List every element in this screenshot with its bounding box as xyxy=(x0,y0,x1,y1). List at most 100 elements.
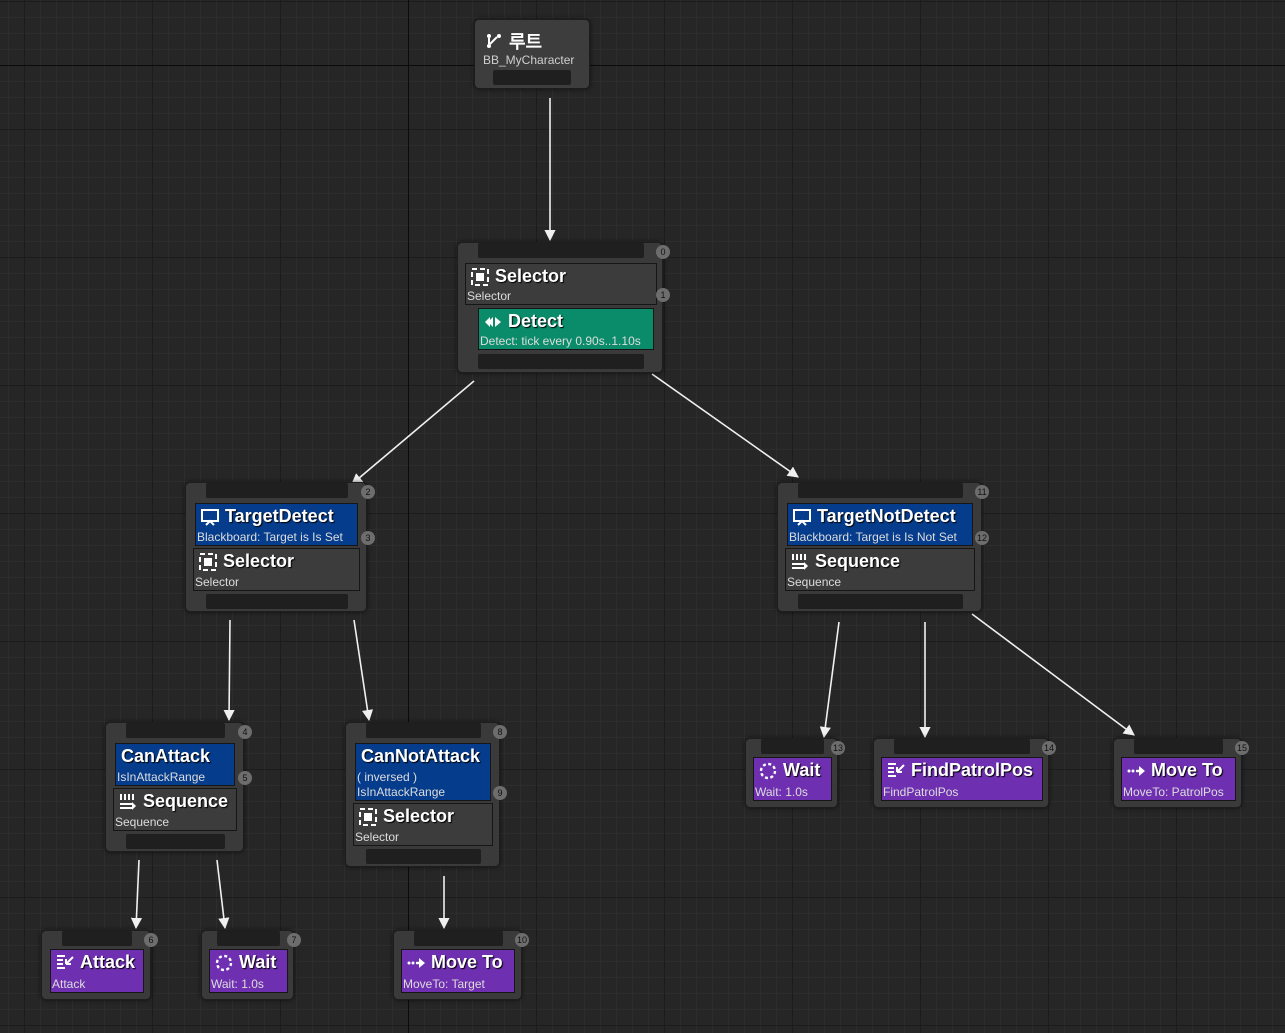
can-not-attack-composite[interactable]: Selector Selector xyxy=(353,803,493,846)
can-not-attack-inversed: ( inversed ) xyxy=(357,770,418,784)
target-detect-node[interactable]: TargetDetect Blackboard: Target is Is Se… xyxy=(185,482,375,612)
move-to-patrol-task-card[interactable]: Move To MoveTo: PatrolPos xyxy=(1121,757,1236,801)
target-not-detect-title: TargetNotDetect xyxy=(817,506,956,526)
task-icon xyxy=(887,762,905,780)
can-not-attack-node[interactable]: CanNotAttack ( inversed ) IsInAttackRang… xyxy=(345,722,507,867)
target-detect-composite-subtitle: Selector xyxy=(195,575,240,589)
target-not-detect-composite-title: Sequence xyxy=(815,551,901,571)
target-not-detect-input-pin[interactable] xyxy=(798,483,963,498)
wait-b-task-node[interactable]: Wait Wait: 1.0s 13 xyxy=(745,738,845,808)
target-not-detect-composite-subtitle: Sequence xyxy=(787,575,842,589)
can-not-attack-title: CanNotAttack xyxy=(361,746,481,766)
target-detect-input-pin[interactable] xyxy=(206,483,348,498)
can-not-attack-output-pin[interactable] xyxy=(366,849,481,864)
attack-task-card[interactable]: Attack Attack xyxy=(50,949,144,993)
can-attack-composite-subtitle: Sequence xyxy=(115,815,170,829)
can-not-attack-input-pin[interactable] xyxy=(366,723,481,738)
wait-a-input-pin[interactable] xyxy=(217,931,280,946)
target-not-detect-output-pin[interactable] xyxy=(798,594,963,609)
can-not-attack-index-badge: 8 xyxy=(493,725,507,739)
target-not-detect-node[interactable]: TargetNotDetect Blackboard: Target is Is… xyxy=(777,482,989,612)
find-patrol-task-node[interactable]: FindPatrolPos FindPatrolPos 14 xyxy=(873,738,1056,808)
target-detect-composite[interactable]: Selector Selector xyxy=(193,548,360,591)
target-not-detect-composite[interactable]: Sequence Sequence xyxy=(785,548,975,591)
attack-input-pin[interactable] xyxy=(62,931,132,946)
edge-canattack-wait xyxy=(216,859,230,930)
wait-b-task-card[interactable]: Wait Wait: 1.0s xyxy=(753,757,832,801)
wait-b-subtitle: Wait: 1.0s xyxy=(755,785,808,799)
can-not-attack-decorator[interactable]: CanNotAttack ( inversed ) IsInAttackRang… xyxy=(355,743,491,801)
wait-b-input-pin[interactable] xyxy=(761,739,824,754)
move-to-target-input-pin[interactable] xyxy=(414,931,503,946)
move-to-patrol-index-badge: 15 xyxy=(1235,741,1249,755)
edge-targetdetect-canattack xyxy=(223,619,235,722)
target-detect-subtitle: Blackboard: Target is Is Set xyxy=(197,530,343,544)
selector-main-title: Selector xyxy=(495,266,567,286)
move-to-target-task-node[interactable]: Move To MoveTo: Target 10 xyxy=(393,930,529,1000)
move-to-patrol-input-pin[interactable] xyxy=(1134,739,1223,754)
selector-main-subtitle: Selector xyxy=(467,289,512,303)
can-not-attack-composite-subtitle: Selector xyxy=(355,830,400,844)
can-attack-composite-title: Sequence xyxy=(143,791,229,811)
selector-main-sub-index-badge: 1 xyxy=(656,288,670,302)
blackboard-icon xyxy=(793,508,811,526)
find-patrol-subtitle: FindPatrolPos xyxy=(883,785,959,799)
target-detect-output-pin[interactable] xyxy=(206,594,348,609)
graph-axis-vertical xyxy=(408,0,409,1033)
selector-main-output-pin[interactable] xyxy=(478,354,644,369)
move-to-target-title: Move To xyxy=(431,952,503,972)
can-attack-composite[interactable]: Sequence Sequence xyxy=(113,788,237,831)
target-not-detect-subtitle: Blackboard: Target is Is Not Set xyxy=(789,530,957,544)
can-attack-subtitle: IsInAttackRange xyxy=(117,770,206,784)
can-not-attack-subtitle: IsInAttackRange xyxy=(357,785,446,799)
target-detect-title: TargetDetect xyxy=(225,506,334,526)
can-attack-node[interactable]: CanAttack IsInAttackRange Sequence Seque… xyxy=(105,722,252,852)
selector-icon xyxy=(199,552,217,571)
detect-service-card[interactable]: Detect Detect: tick every 0.90s..1.10s xyxy=(478,308,654,350)
edge-selector-targetdetect xyxy=(351,380,475,485)
edge-targetdetect-cannotattack xyxy=(353,619,374,722)
find-patrol-title: FindPatrolPos xyxy=(911,760,1034,780)
can-attack-dec-index-badge: 5 xyxy=(238,771,252,785)
move-to-target-subtitle: MoveTo: Target xyxy=(403,977,485,991)
can-not-attack-dec-index-badge: 9 xyxy=(493,786,507,800)
wait-icon xyxy=(215,954,233,972)
can-attack-decorator[interactable]: CanAttack IsInAttackRange xyxy=(115,743,235,786)
find-patrol-task-card[interactable]: FindPatrolPos FindPatrolPos xyxy=(881,757,1043,801)
wait-a-task-node[interactable]: Wait Wait: 1.0s 7 xyxy=(201,930,301,1000)
target-not-detect-dec-index-badge: 12 xyxy=(975,531,989,545)
target-detect-composite-title: Selector xyxy=(223,551,295,571)
selector-main-node[interactable]: Selector Selector Detect Detect: tick ev… xyxy=(457,242,670,373)
selector-main-input-pin[interactable] xyxy=(478,243,644,258)
attack-title: Attack xyxy=(80,952,136,972)
detect-service-subtitle: Detect: tick every 0.90s..1.10s xyxy=(480,334,641,348)
wait-a-task-card[interactable]: Wait Wait: 1.0s xyxy=(209,949,288,993)
edge-canattack-attack xyxy=(130,859,143,930)
task-icon xyxy=(56,954,74,972)
selector-icon xyxy=(471,267,489,286)
target-detect-decorator[interactable]: TargetDetect Blackboard: Target is Is Se… xyxy=(195,503,358,546)
root-blackboard: BB_MyCharacter xyxy=(483,53,575,67)
wait-a-index-badge: 7 xyxy=(287,933,301,947)
sequence-icon xyxy=(791,553,809,571)
attack-subtitle: Attack xyxy=(52,977,86,991)
find-patrol-index-badge: 14 xyxy=(1042,741,1056,755)
service-icon xyxy=(484,313,502,331)
detect-service-title: Detect xyxy=(508,311,564,331)
move-to-target-task-card[interactable]: Move To MoveTo: Target xyxy=(401,949,515,993)
attack-task-node[interactable]: Attack Attack 6 xyxy=(41,930,158,1000)
can-attack-input-pin[interactable] xyxy=(126,723,225,738)
root-output-pin[interactable] xyxy=(493,70,571,85)
move-to-patrol-task-node[interactable]: Move To MoveTo: PatrolPos 15 xyxy=(1113,738,1249,808)
target-not-detect-decorator[interactable]: TargetNotDetect Blackboard: Target is Is… xyxy=(787,503,973,546)
edge-selector-targetnotdetect xyxy=(651,373,799,478)
selector-main-card[interactable]: Selector Selector xyxy=(465,263,657,305)
find-patrol-input-pin[interactable] xyxy=(894,739,1030,754)
can-attack-output-pin[interactable] xyxy=(126,834,225,849)
selector-icon xyxy=(359,807,377,826)
graph-axis-horizontal xyxy=(0,65,1285,66)
root-node[interactable]: 루트 BB_MyCharacter xyxy=(474,19,590,89)
edge-targetnotdetect-wait xyxy=(819,621,840,739)
move-to-patrol-title: Move To xyxy=(1151,760,1223,780)
